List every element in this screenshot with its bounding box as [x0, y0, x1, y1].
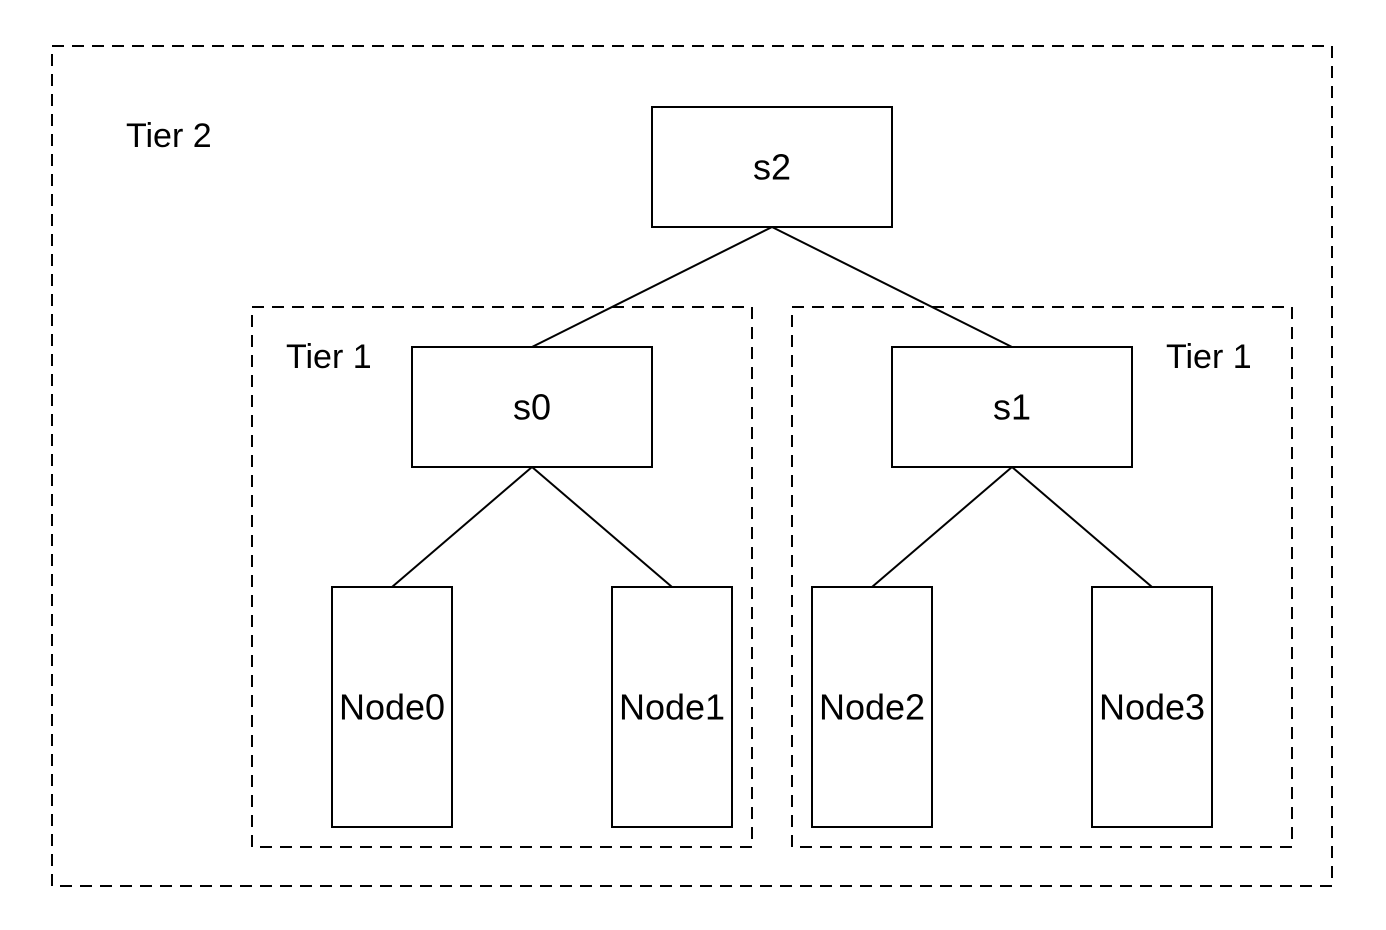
switch-s2: s2: [651, 106, 893, 228]
switch-s1: s1: [891, 346, 1133, 468]
link-s1-node3: [1011, 466, 1153, 588]
tier-1-right-label: Tier 1: [1166, 338, 1252, 376]
node-3-label: Node3: [1099, 687, 1205, 728]
switch-s0: s0: [411, 346, 653, 468]
node-2-label: Node2: [819, 687, 925, 728]
node-1: Node1: [611, 586, 733, 828]
node-3-box: [1091, 586, 1213, 828]
node-0-label: Node0: [339, 687, 445, 728]
tier-1-left-boundary: [251, 306, 753, 848]
node-1-label: Node1: [619, 687, 725, 728]
switch-s1-label: s1: [993, 387, 1031, 428]
switch-s0-box: [411, 346, 653, 468]
switch-s1-box: [891, 346, 1133, 468]
tier-2-boundary: [51, 45, 1333, 887]
tier-1-right-group: Tier 1: [791, 306, 1293, 848]
tier-1-left-group: Tier 1: [251, 306, 753, 848]
node-3: Node3: [1091, 586, 1213, 828]
switch-s2-box: [651, 106, 893, 228]
node-2: Node2: [811, 586, 933, 828]
node-0: Node0: [331, 586, 453, 828]
tier-1-right-boundary: [791, 306, 1293, 848]
switch-s2-label: s2: [753, 147, 791, 188]
node-2-box: [811, 586, 933, 828]
link-s0-node1: [531, 466, 673, 588]
switch-s0-label: s0: [513, 387, 551, 428]
tier-2-label: Tier 2: [126, 117, 212, 155]
link-s0-node0: [391, 466, 533, 588]
node-1-box: [611, 586, 733, 828]
link-s2-s1: [771, 226, 1013, 348]
tier-1-left-label: Tier 1: [286, 338, 372, 376]
tier-2-group: Tier 2: [51, 45, 1333, 887]
node-0-box: [331, 586, 453, 828]
link-s2-s0: [531, 226, 773, 348]
link-s1-node2: [871, 466, 1013, 588]
links: [391, 226, 1153, 588]
